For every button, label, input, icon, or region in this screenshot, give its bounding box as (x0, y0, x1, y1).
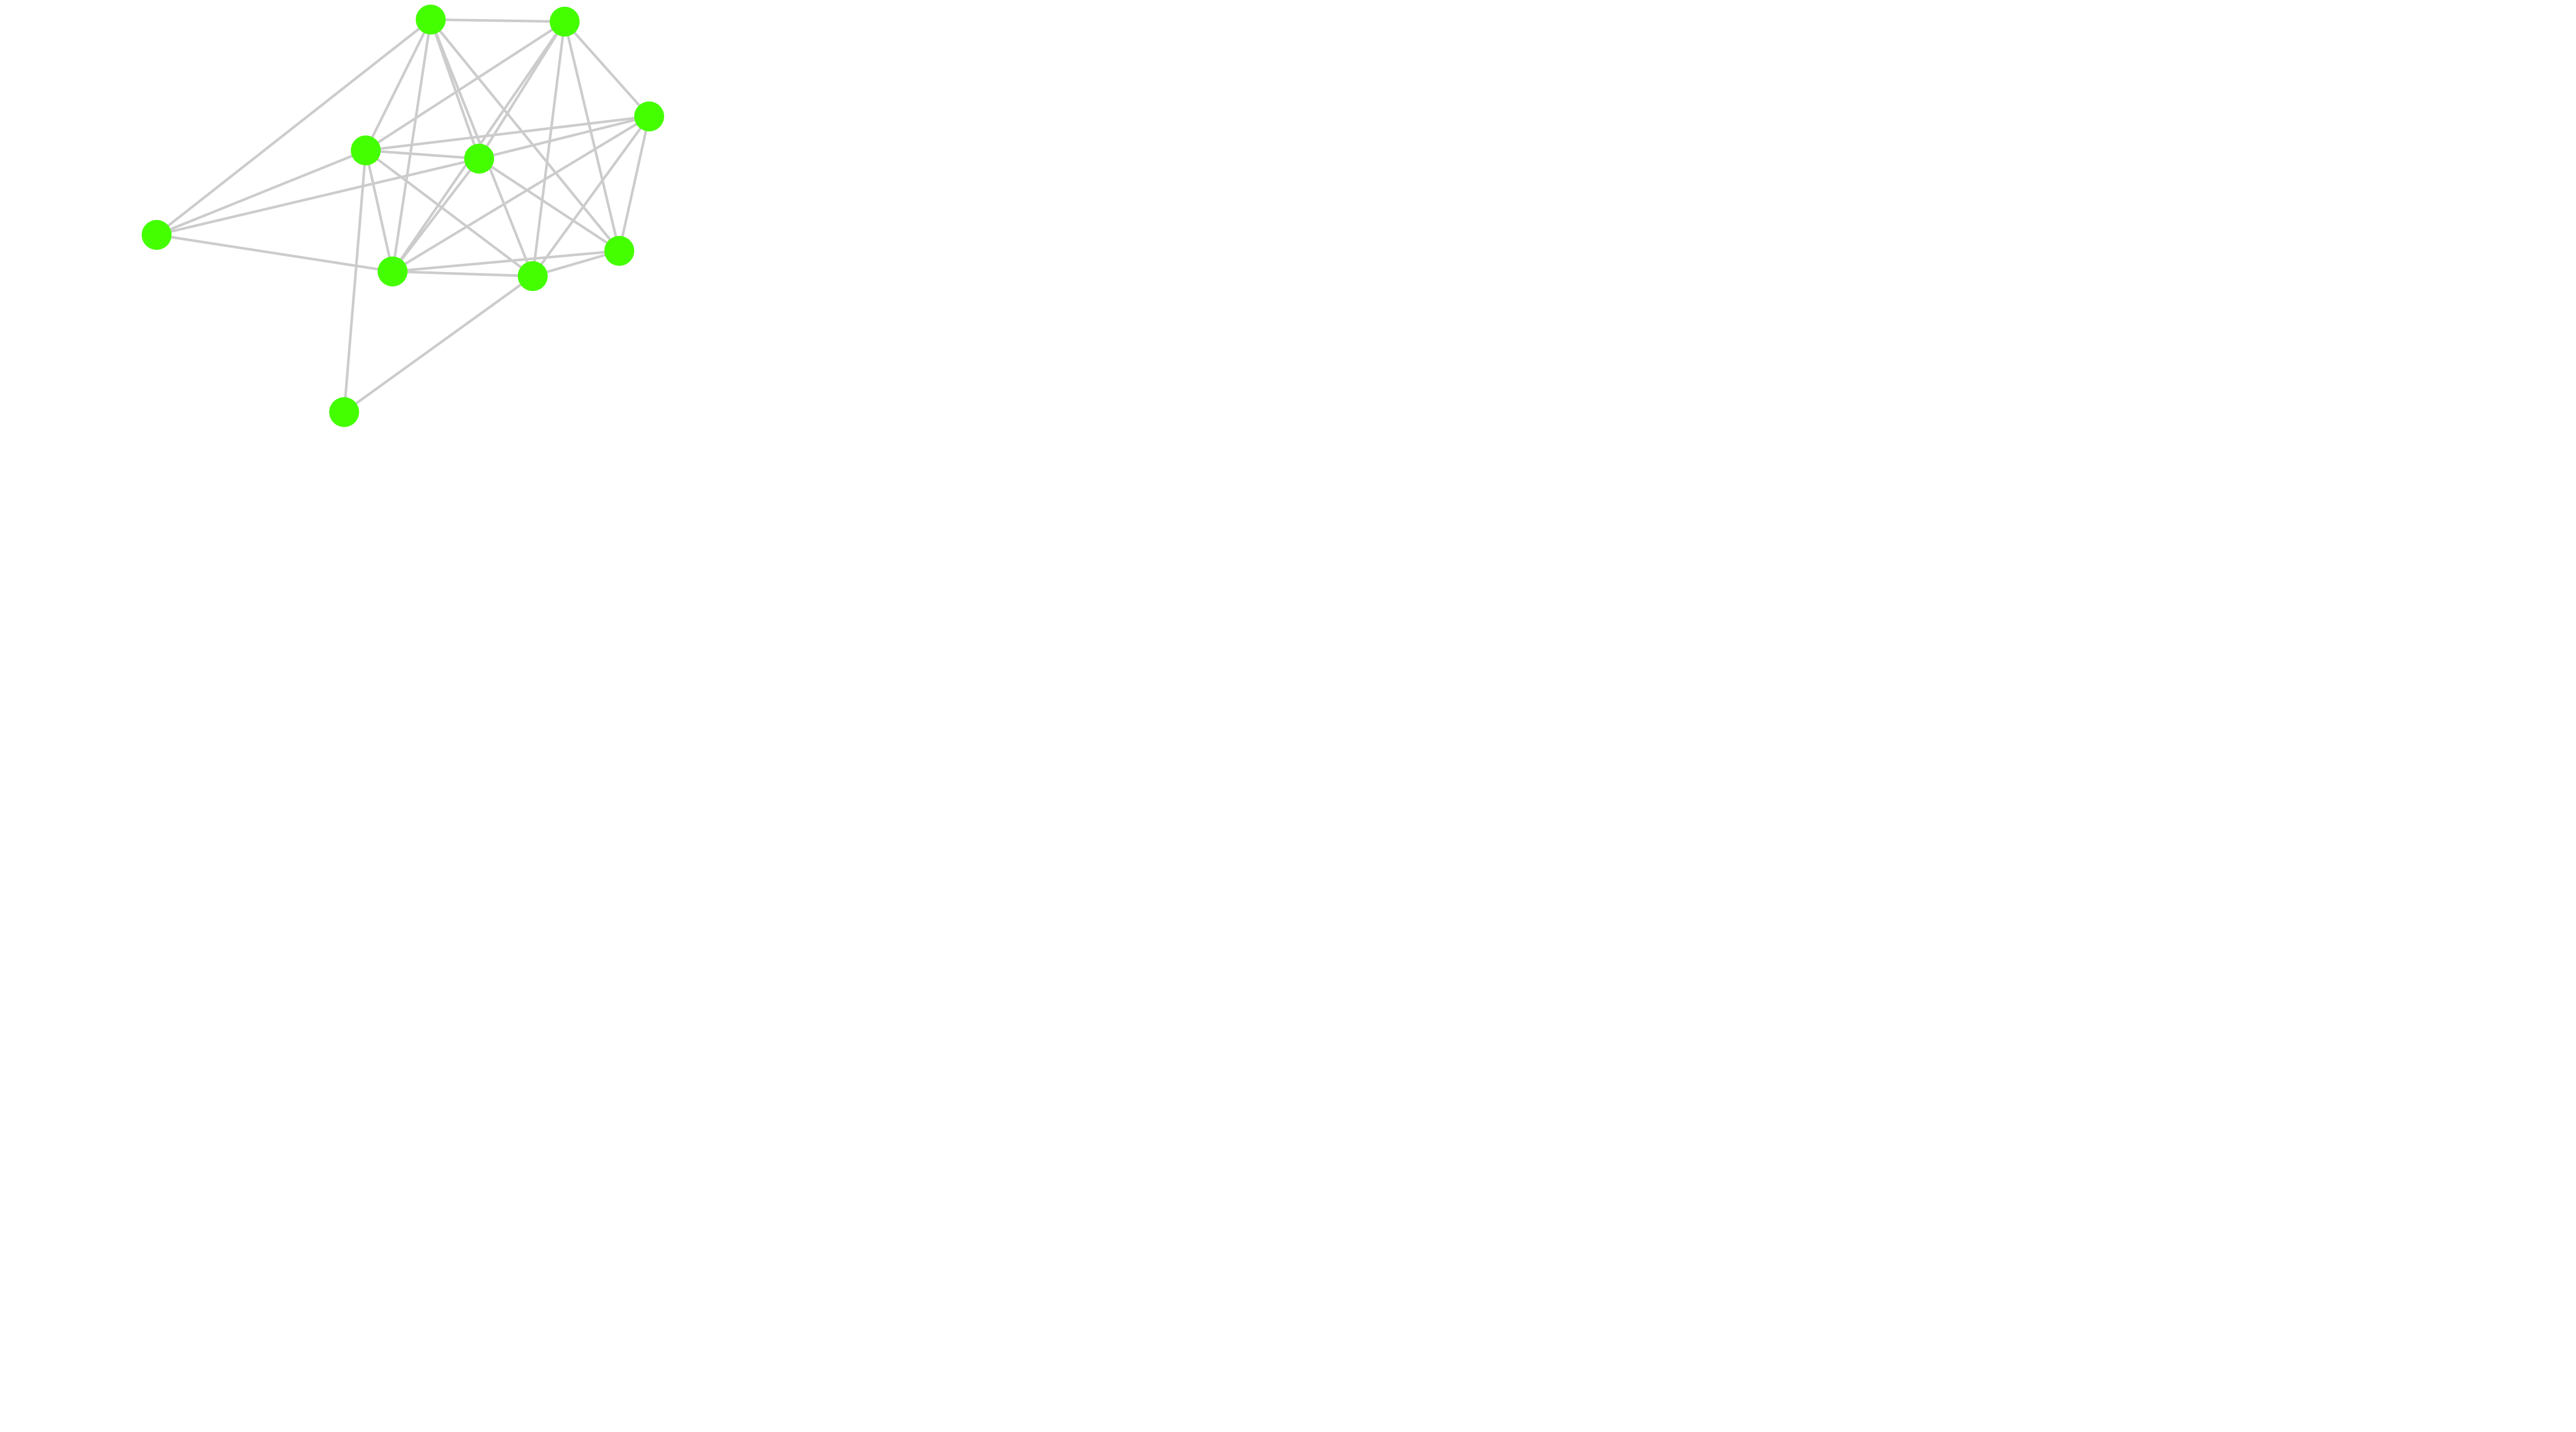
edge-n2-n4 (479, 115, 650, 160)
edge-n8-n9 (343, 275, 534, 414)
edge-n3-n8 (365, 149, 534, 277)
node-n1 (550, 7, 580, 37)
edge-n5-n6 (392, 249, 620, 273)
edge-n6-n8 (392, 270, 533, 278)
edge-n0-n1 (430, 18, 565, 23)
edge-n1-n3 (365, 20, 566, 152)
edge-n3-n7 (156, 149, 366, 236)
node-n2 (634, 101, 664, 131)
nodes-layer (142, 5, 664, 427)
node-n6 (378, 257, 408, 286)
edge-n6-n7 (156, 233, 393, 273)
edge-n3-n4 (365, 149, 480, 160)
edge-n3-n6 (364, 150, 394, 272)
edge-n2-n3 (365, 115, 650, 152)
edge-n3-n9 (343, 150, 367, 413)
edges-layer (156, 18, 651, 414)
node-n8 (518, 261, 548, 291)
edge-n2-n8 (531, 115, 651, 277)
edge-n1-n8 (531, 21, 566, 277)
edge-n5-n8 (532, 249, 620, 278)
network-graph (142, 5, 664, 427)
edge-n0-n3 (364, 19, 432, 151)
edge-n2-n5 (618, 116, 651, 251)
edge-n0-n5 (430, 19, 620, 252)
edge-n4-n5 (478, 157, 620, 252)
node-n3 (351, 135, 381, 165)
edge-n1-n5 (563, 21, 621, 251)
edge-n4-n6 (392, 158, 480, 272)
node-n9 (329, 397, 359, 427)
node-n5 (604, 236, 634, 266)
edge-n1-n2 (564, 21, 650, 117)
node-n4 (464, 144, 494, 174)
edge-n2-n6 (392, 115, 650, 273)
edge-n4-n7 (156, 157, 480, 236)
edge-n0-n7 (156, 19, 432, 236)
node-n0 (416, 5, 446, 35)
node-n7 (142, 220, 172, 250)
